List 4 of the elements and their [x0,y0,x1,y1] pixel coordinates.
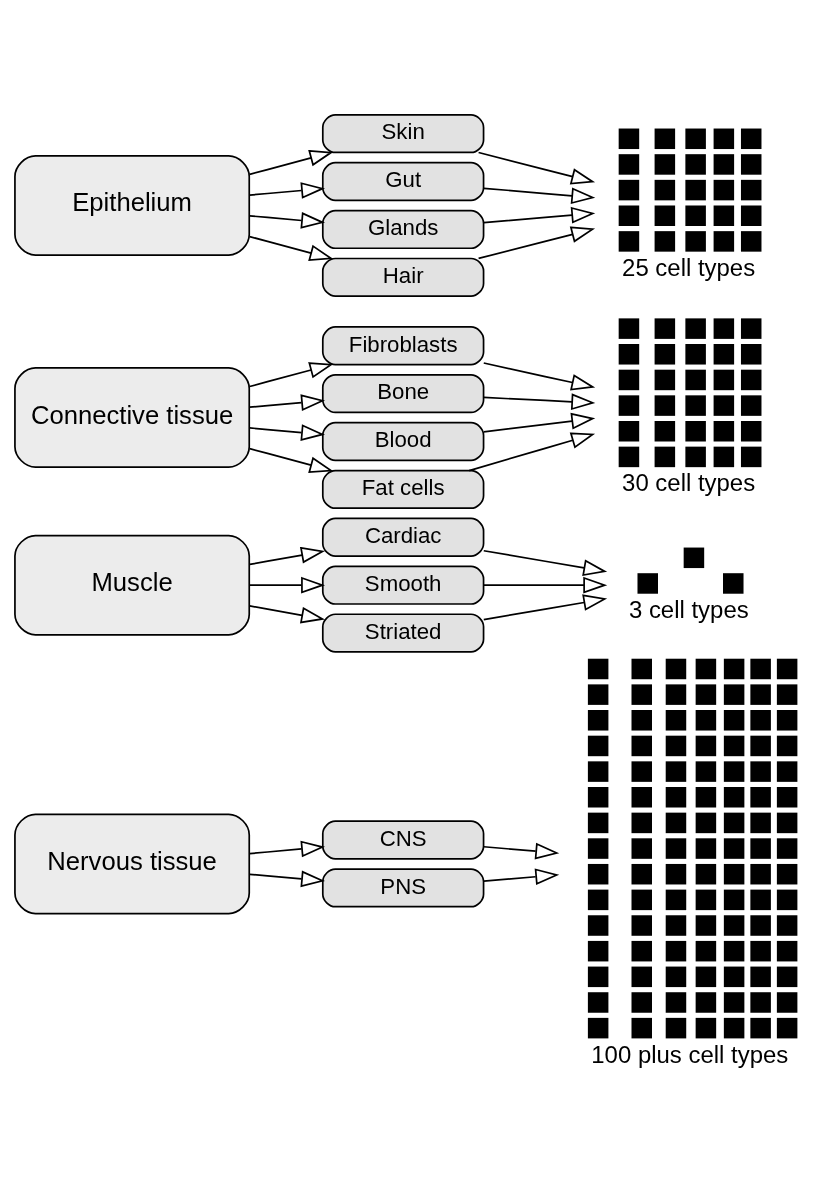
node-label: 3 cell types [628,595,749,623]
node-label: 100 plus cell types [591,1040,789,1068]
node-label: 30 cell types [622,468,756,496]
node-label: 25 cell types [622,253,756,281]
